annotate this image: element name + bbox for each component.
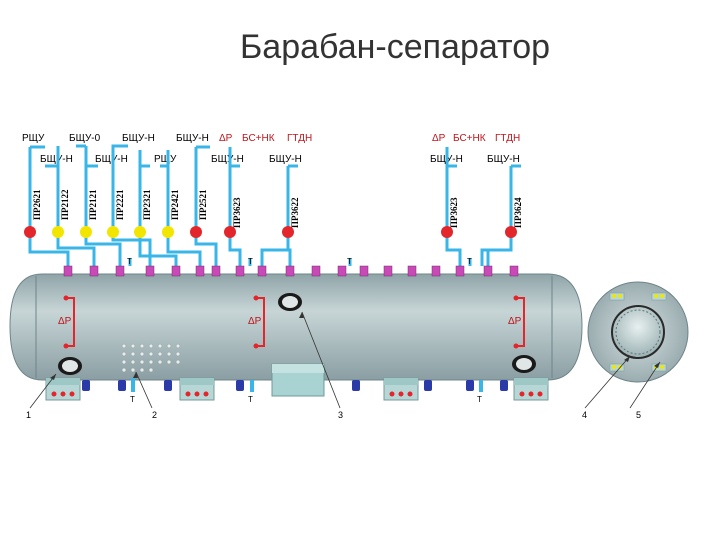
t-label: Т — [248, 257, 253, 266]
label-gtdn-right: ГТДН — [495, 133, 520, 144]
callout-leaders — [29, 311, 661, 409]
label-pr2621: ПР2621 — [32, 189, 42, 220]
top-nozzles — [63, 265, 519, 277]
label-pr2122: ПР2122 — [60, 189, 70, 220]
page-title: Барабан-сепаратор — [239, 28, 551, 66]
dp-label-left: ΔP — [58, 316, 72, 327]
manhole-right — [512, 355, 536, 373]
label-dp-right: ΔP — [432, 133, 446, 144]
red-dot — [441, 226, 453, 238]
label-pr3622: ПР3622 — [290, 197, 300, 228]
yellow-dot — [162, 226, 174, 238]
callout-3: 3 — [338, 410, 343, 420]
drum-supports — [45, 363, 549, 401]
dp-label-mid: ΔP — [248, 316, 262, 327]
label-pr3624: ПР3624 — [513, 197, 523, 228]
label-pr2121: ПР2121 — [88, 189, 98, 220]
t-label: Т — [477, 395, 482, 404]
callout-1: 1 — [26, 410, 31, 420]
label-bs-nk-left: БС+НК — [242, 133, 275, 144]
bottom-nozzles — [82, 380, 508, 391]
red-dot — [24, 226, 36, 238]
label-pr2521: ПР2521 — [198, 189, 208, 220]
label-pr3623-b: ПР3623 — [449, 197, 459, 228]
t-label: Т — [467, 257, 472, 266]
yellow-dot — [134, 226, 146, 238]
label-bs-nk-right: БС+НК — [453, 133, 486, 144]
label-dp-left: ΔP — [219, 133, 233, 144]
yellow-dot — [107, 226, 119, 238]
yellow-dot — [80, 226, 92, 238]
label-pr2221: ПР2221 — [115, 189, 125, 220]
label-bshu-n-1: БЩУ-Н — [122, 133, 155, 144]
red-dot — [505, 226, 517, 238]
label-bshu-0: БЩУ-0 — [69, 133, 101, 144]
label-pr2421: ПР2421 — [170, 189, 180, 220]
label-bshu-n-5: БЩУ-Н — [211, 154, 244, 165]
label-bshu-n-6: БЩУ-Н — [269, 154, 302, 165]
label-pr3623-a: ПР3623 — [232, 197, 242, 228]
manhole-top — [278, 293, 302, 311]
label-rshu-2: РЩУ — [154, 154, 177, 165]
drum-end-view — [587, 281, 689, 383]
red-dot — [190, 226, 202, 238]
t-label: Т — [127, 257, 132, 266]
t-label: Т — [248, 395, 253, 404]
label-bshu-n-2: БЩУ-Н — [176, 133, 209, 144]
label-bshu-n-4: БЩУ-Н — [95, 154, 128, 165]
callout-4: 4 — [582, 410, 587, 420]
t-label: Т — [130, 395, 135, 404]
red-dot — [282, 226, 294, 238]
callout-2: 2 — [152, 410, 157, 420]
indicator-dots — [24, 226, 517, 238]
label-bshu-n-3: БЩУ-Н — [40, 154, 73, 165]
vertical-device-labels: ПР2621 ПР2122 ПР2121 ПР2221 ПР2321 ПР242… — [32, 189, 523, 228]
yellow-dot — [52, 226, 64, 238]
label-gtdn-left: ГТДН — [287, 133, 312, 144]
red-dot — [224, 226, 236, 238]
impulse-pipes — [28, 144, 521, 392]
callout-5: 5 — [636, 410, 641, 420]
label-bshu-n-8: БЩУ-Н — [487, 154, 520, 165]
manhole-left — [58, 357, 82, 375]
dp-brackets — [66, 297, 525, 347]
label-rshu-1: РЩУ — [22, 133, 45, 144]
perforated-plate — [121, 343, 181, 373]
t-label: Т — [347, 257, 352, 266]
label-pr2321: ПР2321 — [142, 189, 152, 220]
dp-label-right: ΔP — [508, 316, 522, 327]
